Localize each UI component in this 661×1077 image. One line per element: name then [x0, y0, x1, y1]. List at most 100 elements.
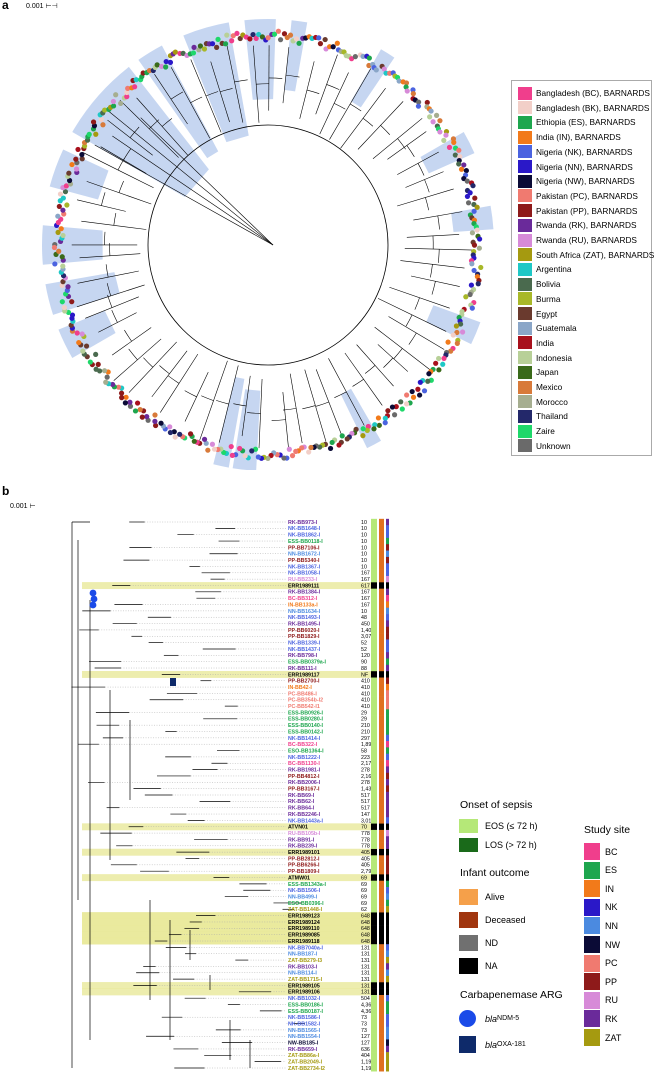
onset-cell [371, 607, 377, 615]
legend-label: Japan [536, 367, 559, 378]
site-cell [386, 823, 389, 831]
tip-dot [52, 261, 58, 267]
panel-b-scale: 0.001 ⊢ [10, 503, 36, 510]
outcome-cell [379, 563, 384, 570]
tip-dot [115, 384, 122, 390]
oxa181-square-icon [459, 1036, 476, 1053]
legend-label: Pakistan (PC), BARNARDS [536, 190, 638, 201]
tip-label: ESS-BB0379a-I [288, 660, 327, 666]
tree-branch [258, 378, 263, 449]
outcome-cell [379, 544, 384, 551]
tip-dot [60, 207, 66, 213]
tip-dot [281, 455, 287, 461]
outcome-cell [379, 874, 384, 882]
onset-cell [371, 785, 377, 793]
site-label: NK [605, 902, 618, 913]
tip-dot [79, 152, 85, 158]
outcome-cell [379, 633, 384, 640]
outcome-cell [379, 658, 384, 666]
st-value: 278 [361, 780, 370, 786]
tip-dot [209, 41, 216, 47]
st-value: 1,408 [361, 628, 374, 634]
onset-cell [371, 1026, 377, 1034]
onset-cell [371, 836, 377, 843]
tip-dot [454, 340, 460, 346]
tip-dot [469, 305, 475, 311]
tip-dot [132, 84, 138, 90]
site-cell [386, 582, 389, 589]
legend-swatch [518, 424, 532, 438]
onset-cell [371, 912, 377, 920]
tip-dot [201, 436, 208, 442]
tip-label: ESO-BB0396-I [288, 901, 324, 907]
tip-dot [474, 227, 480, 233]
tip-dot [334, 40, 340, 46]
st-value: 1,193 [361, 1066, 374, 1072]
tip-label: ZAT-BB86a-I [288, 1053, 320, 1059]
onset-cell [371, 664, 377, 672]
st-value: 69 [361, 888, 367, 894]
outcome-cell [379, 575, 384, 583]
onset-cell [371, 741, 377, 748]
st-value: 2,797 [361, 869, 374, 875]
tip-label: RK-BB239-I [288, 844, 318, 850]
tip-dot [393, 404, 399, 410]
site-cell [386, 677, 389, 685]
tip-dot [373, 67, 379, 73]
tip-dot [416, 99, 422, 105]
tip-label: ESS-BB0186-I [288, 1002, 324, 1008]
tip-dot [399, 406, 405, 412]
tree-branch [405, 314, 413, 327]
tip-dot [465, 200, 472, 206]
onset-cell [371, 1045, 377, 1053]
onset-cell [371, 715, 377, 723]
outcome-cell [379, 677, 384, 685]
tip-dot [464, 193, 471, 200]
ndm5-marker [90, 595, 98, 603]
tip-dot [171, 429, 177, 435]
tree-branch [201, 395, 214, 401]
tip-dot [229, 38, 235, 44]
onset-cell [371, 563, 377, 570]
tip-dot [73, 166, 80, 172]
tree-branch [159, 365, 170, 375]
tree-branch [334, 391, 347, 398]
site-cell [386, 893, 389, 901]
site-cell [386, 906, 389, 913]
tree-branch [397, 188, 454, 207]
site-cell [386, 874, 389, 882]
onset-cell [371, 944, 377, 951]
tip-dot [396, 78, 402, 84]
tip-dot [172, 49, 178, 55]
tip-label: RK-BB1384-I [288, 590, 321, 596]
tip-label: RK-BB91-I [288, 837, 315, 843]
site-cell [386, 607, 389, 615]
onset-cell [371, 645, 377, 653]
onset-cell [371, 772, 377, 780]
tip-dot [230, 33, 236, 39]
st-value: 52 [361, 647, 367, 653]
outcome-cell [379, 848, 384, 856]
site-cell [386, 887, 389, 894]
site-cell [386, 1007, 389, 1015]
tip-dot [372, 422, 378, 428]
site-legend-title: Study site [584, 824, 631, 836]
tree-branch [234, 79, 248, 83]
onset-cell [371, 671, 377, 678]
legend-swatch [518, 439, 532, 453]
onset-cell [371, 823, 377, 831]
tip-label: BC-BB322-I [288, 742, 318, 748]
tree-branch [128, 348, 138, 360]
onset-cell [371, 861, 377, 869]
site-cell [386, 741, 389, 748]
tip-dot [463, 167, 469, 174]
onset-cell [371, 887, 377, 894]
tip-dot [344, 436, 350, 442]
onset-cell [371, 575, 377, 583]
panel-a-legend-item: Argentina [518, 262, 572, 276]
onset-cell [371, 868, 377, 875]
tip-dot [454, 329, 460, 336]
tip-label: RK-BB111-I [288, 666, 317, 672]
st-value: 410 [361, 679, 370, 685]
tip-dot [256, 31, 262, 38]
